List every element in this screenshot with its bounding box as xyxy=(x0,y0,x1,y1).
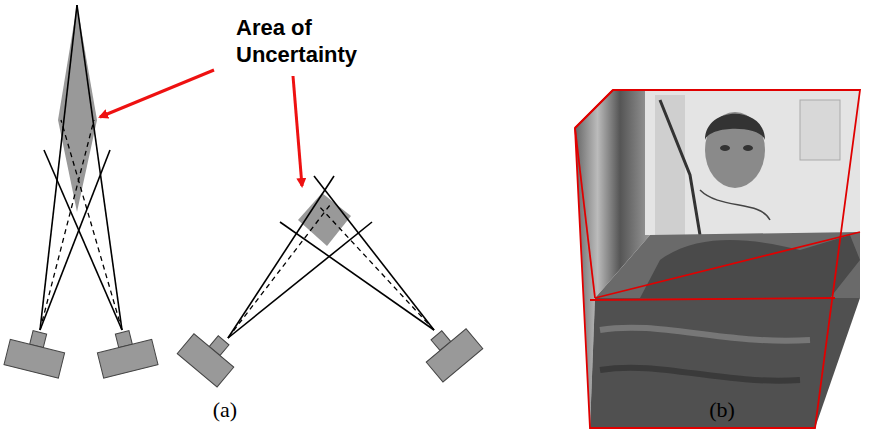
leader-arrow xyxy=(293,76,302,186)
stereo-wide xyxy=(177,176,483,387)
callout-label: Area of Uncertainty xyxy=(236,14,386,68)
panel-label: (a) xyxy=(213,397,237,423)
textured-cube xyxy=(575,90,860,428)
stereo-narrow xyxy=(4,5,158,378)
panel-label: (b) xyxy=(709,397,735,423)
leader-arrow xyxy=(100,70,214,117)
